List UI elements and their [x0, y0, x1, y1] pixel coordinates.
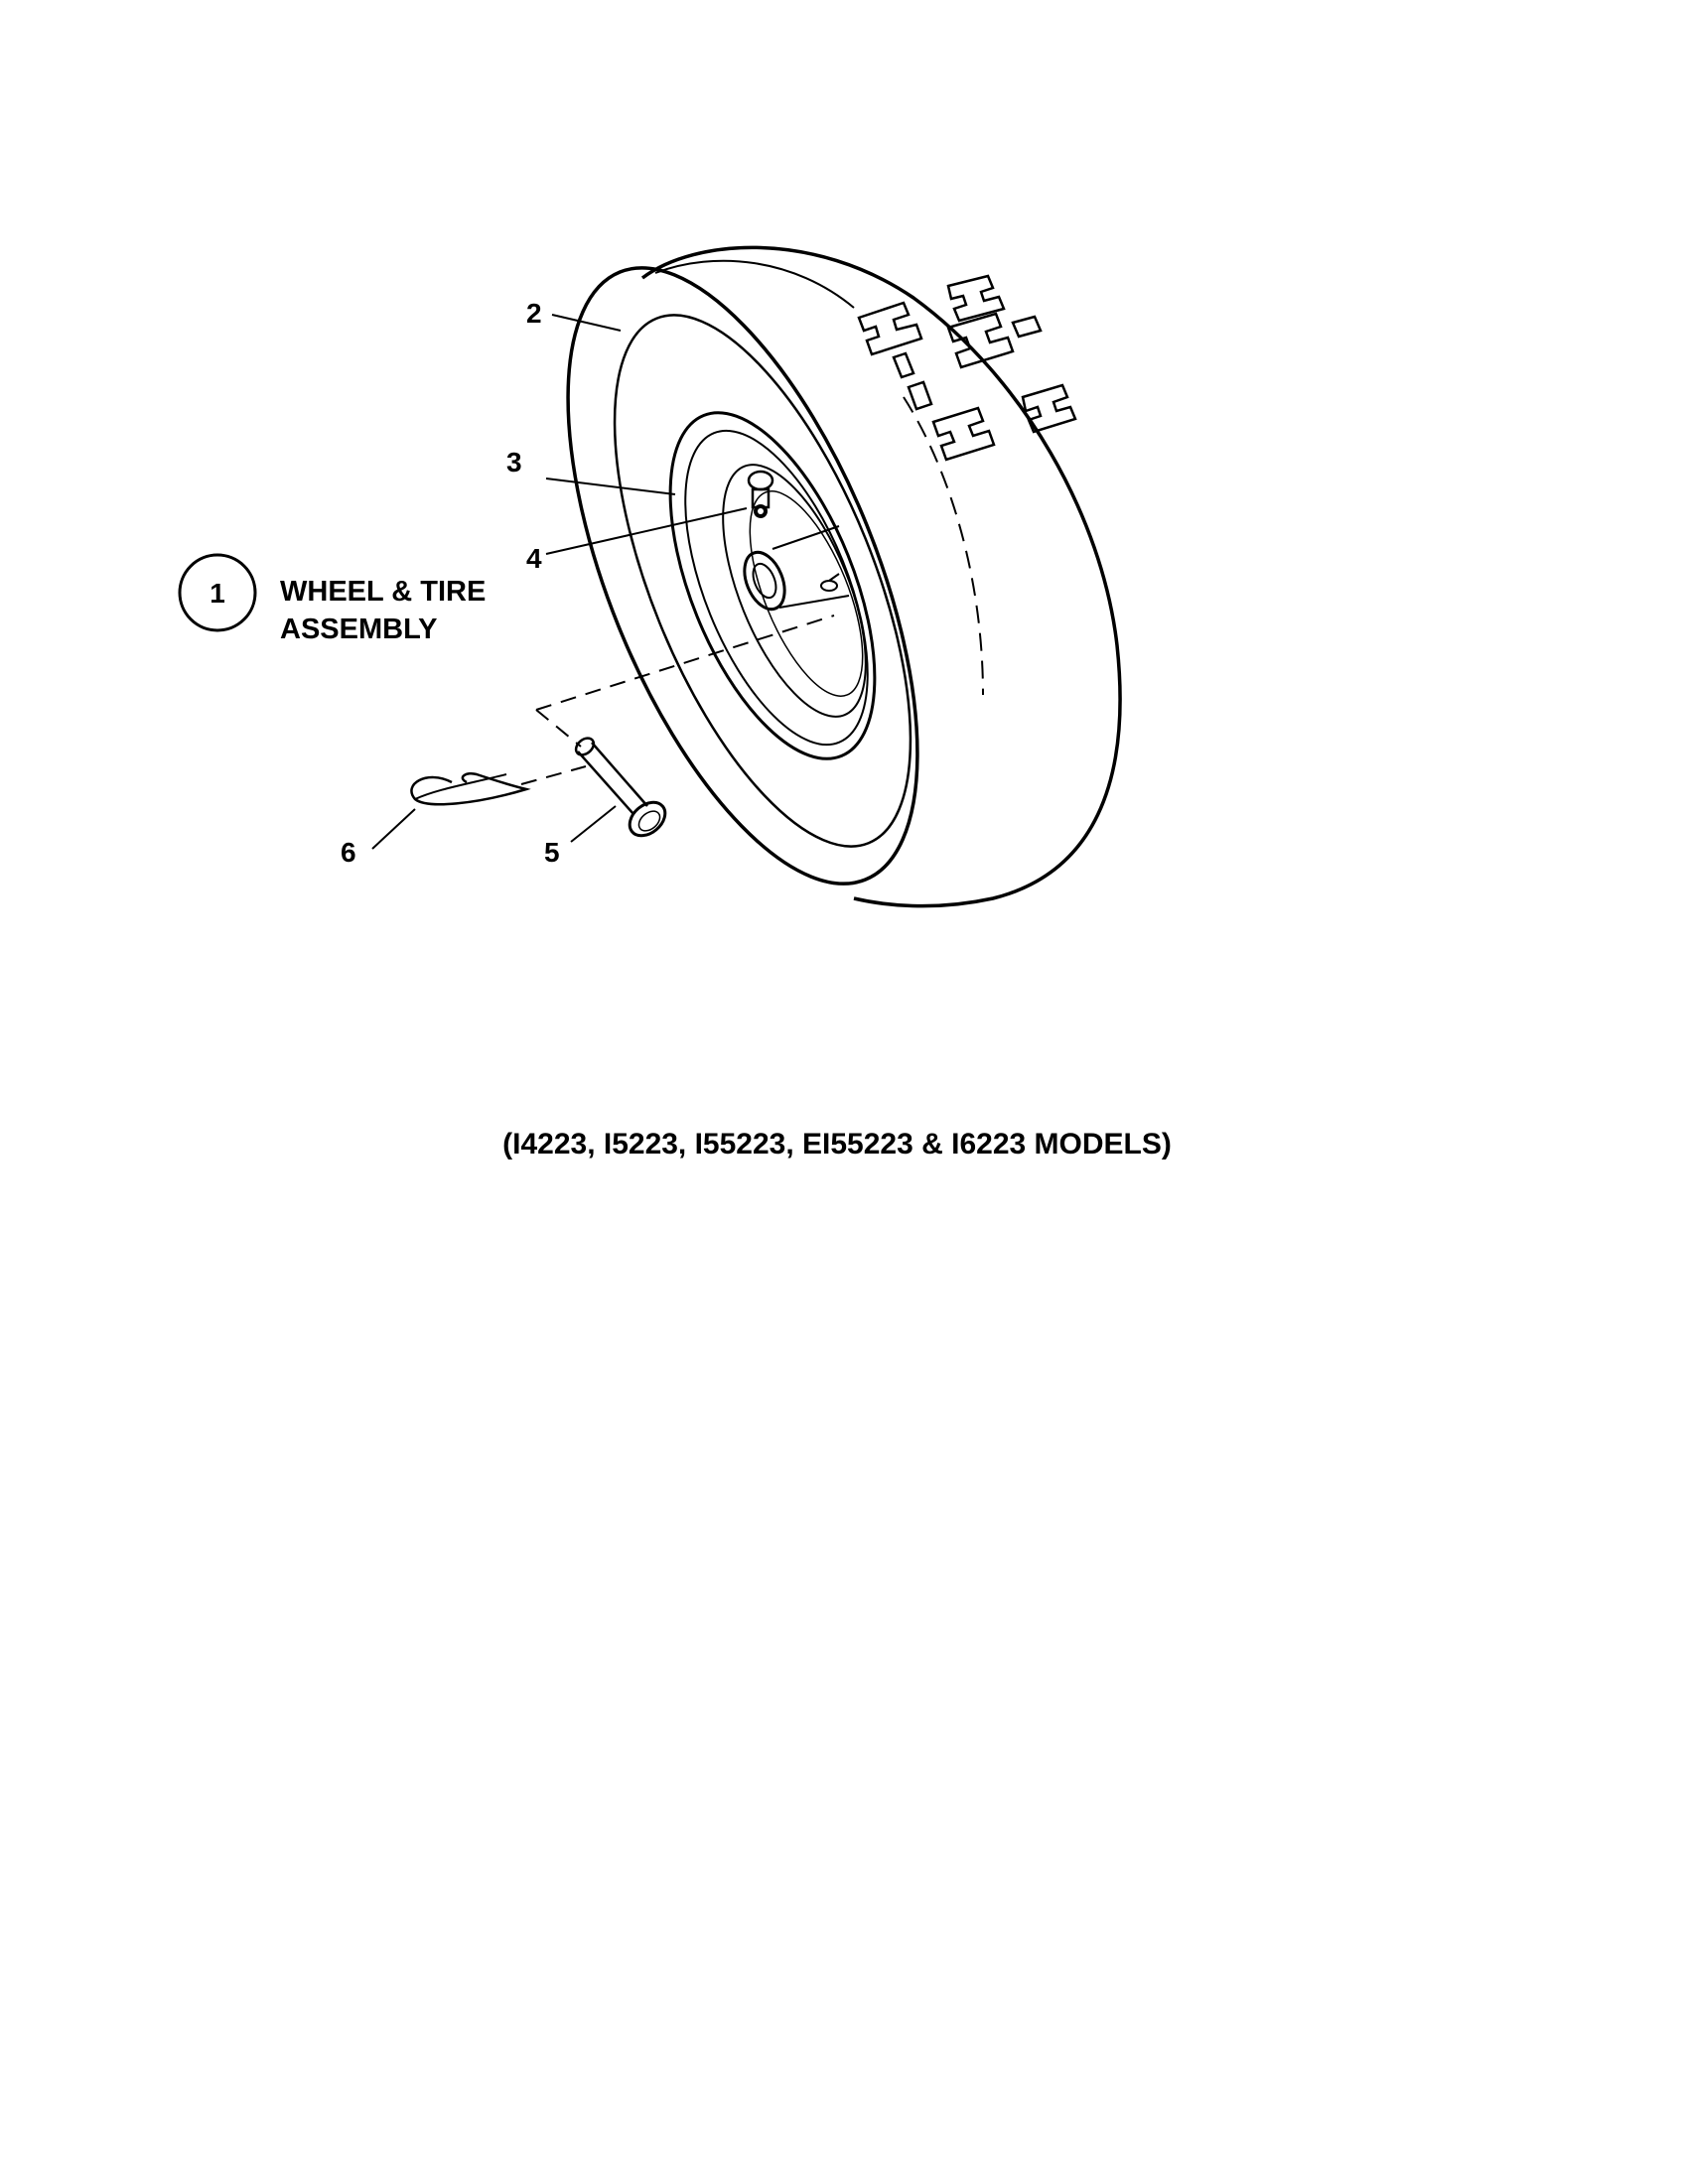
clevis-pin [574, 737, 667, 838]
assembly-label-line2: ASSEMBLY [280, 614, 437, 645]
callout-4: 4 [526, 543, 542, 574]
assembly-label-line1: WHEEL & TIRE [280, 576, 486, 608]
hub [743, 525, 850, 612]
callout-1: 1 [210, 578, 225, 609]
hairpin-cotter [410, 772, 531, 806]
callout-6: 6 [341, 837, 356, 868]
models-caption: (I4223, I5223, I55223, EI55223 & I6223 M… [502, 1128, 1172, 1160]
tire [566, 245, 1122, 908]
callout-3: 3 [506, 447, 522, 478]
leader-lines [371, 314, 748, 850]
assembly-lines [520, 614, 835, 785]
assembly-callout: 1 WHEEL & TIRE ASSEMBLY [178, 553, 486, 645]
tread-pattern [857, 274, 1077, 462]
rim [668, 411, 877, 760]
callout-5: 5 [544, 837, 560, 868]
valve-stem [747, 470, 774, 518]
callout-circle-1 [178, 553, 257, 632]
callout-2: 2 [526, 298, 542, 329]
